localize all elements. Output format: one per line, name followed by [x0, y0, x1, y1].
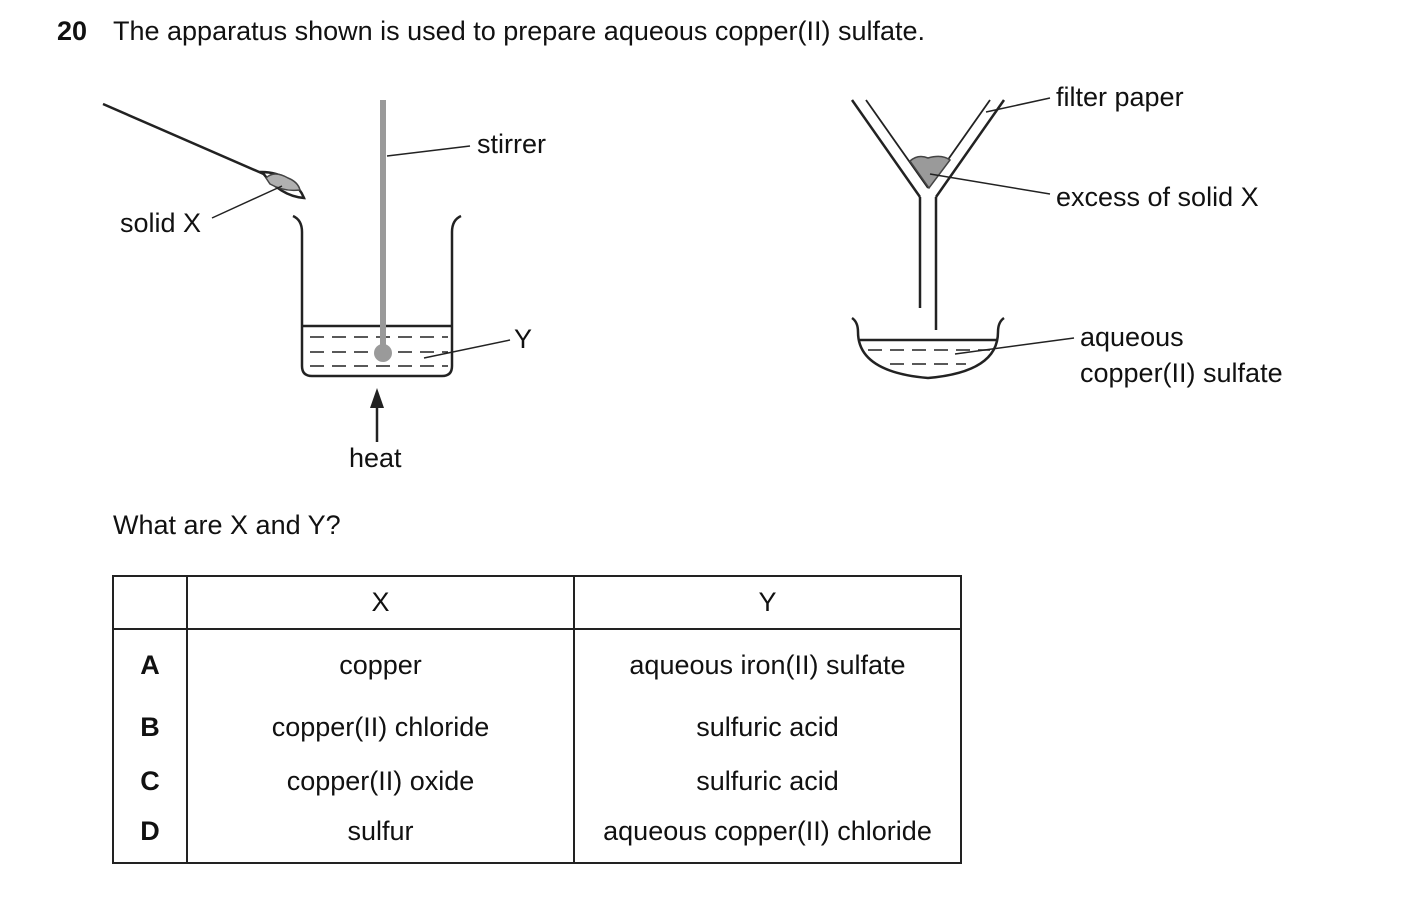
cell-y: aqueous copper(II) chloride	[573, 808, 962, 864]
label-y: Y	[514, 324, 532, 354]
table-row: C copper(II) oxide sulfuric acid	[112, 754, 962, 808]
question-number: 20	[57, 16, 88, 46]
table-header-row: X Y	[112, 575, 962, 630]
question-text: The apparatus shown is used to prepare a…	[113, 16, 925, 46]
evaporating-basin	[851, 316, 1005, 380]
beaker	[292, 214, 462, 378]
label-filter-paper: filter paper	[1056, 82, 1184, 112]
cell-x: copper(II) chloride	[186, 700, 575, 754]
label-copper-sulfate: copper(II) sulfate	[1080, 358, 1283, 388]
label-excess-solid-x: excess of solid X	[1056, 182, 1259, 212]
funnel	[850, 99, 1006, 330]
header-x: X	[186, 575, 575, 630]
answer-table: X Y A copper aqueous iron(II) sulfate B …	[112, 575, 962, 864]
header-option	[112, 575, 188, 630]
cell-y: sulfuric acid	[573, 700, 962, 754]
table-row: A copper aqueous iron(II) sulfate	[112, 629, 962, 700]
cell-x: copper	[186, 629, 575, 700]
basin-liquid-dashes	[868, 349, 990, 365]
solid-x-leader	[211, 185, 283, 219]
stirrer-bulb	[374, 344, 392, 362]
table-row: B copper(II) chloride sulfuric acid	[112, 700, 962, 754]
stirrer-leader	[386, 145, 471, 157]
option-letter: B	[112, 700, 188, 754]
heat-arrow-head	[370, 388, 384, 408]
option-letter: C	[112, 754, 188, 808]
y-leader	[423, 339, 511, 359]
excess-solid-x-pile	[908, 155, 952, 190]
option-letter: D	[112, 808, 188, 864]
filter-paper-leader	[985, 97, 1051, 113]
label-solid-x: solid X	[120, 208, 201, 238]
label-aqueous: aqueous	[1080, 322, 1184, 352]
label-stirrer: stirrer	[477, 129, 546, 159]
cell-y: aqueous iron(II) sulfate	[573, 629, 962, 700]
cell-x: sulfur	[186, 808, 575, 864]
apparatus-diagram: solid X stirrer Y heat filter paper exce…	[102, 82, 1283, 473]
copper-sulfate-leader	[954, 337, 1075, 355]
excess-solid-leader	[929, 173, 1051, 195]
solid-x-pile	[265, 173, 301, 192]
table-row: D sulfur aqueous copper(II) chloride	[112, 808, 962, 864]
option-letter: A	[112, 629, 188, 700]
label-heat: heat	[349, 443, 402, 473]
header-y: Y	[573, 575, 962, 630]
question-prompt: What are X and Y?	[113, 510, 341, 540]
cell-x: copper(II) oxide	[186, 754, 575, 808]
cell-y: sulfuric acid	[573, 754, 962, 808]
